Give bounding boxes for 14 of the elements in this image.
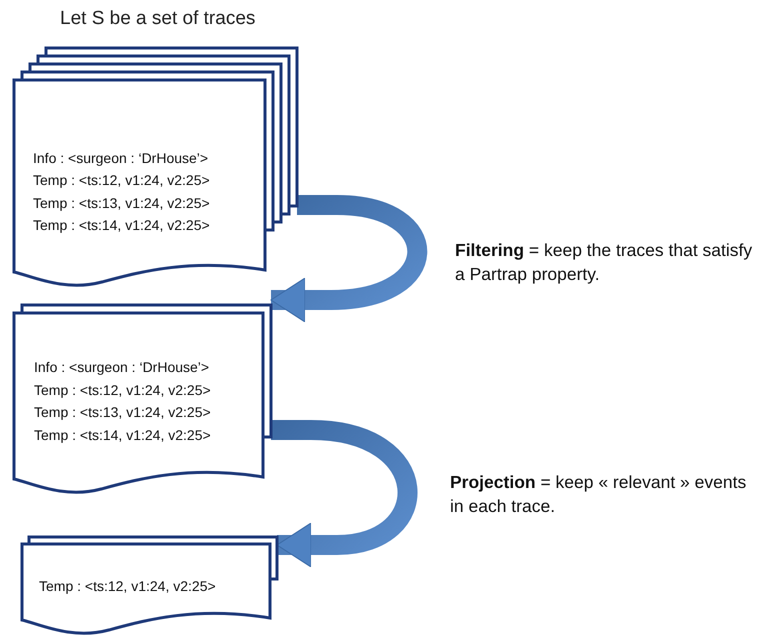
trace-line: Temp : <ts:13, v1:24, v2:25> [34, 404, 211, 422]
edge-label: Filtering = keep the traces that satisfy a Partrap property. [455, 239, 754, 286]
trace-line: Temp : <ts:12, v1:24, v2:25> [33, 172, 210, 190]
curved-arrow [270, 195, 428, 322]
trace-line: Info : <surgeon : ‘DrHouse’> [34, 359, 210, 376]
edge-label: Projection = keep « relevant » events in each trace. [450, 471, 748, 518]
curved-arrow [271, 420, 418, 568]
trace-line: Temp : <ts:12, v1:24, v2:25> [34, 382, 211, 399]
trace-line: Temp : <ts:12, v1:24, v2:25> [39, 578, 216, 595]
trace-line: Temp : <ts:14, v1:24, v2:25> [34, 427, 211, 444]
trace-line: Temp : <ts:14, v1:24, v2:25> [33, 216, 210, 234]
trace-line: Temp : <ts:13, v1:24, v2:25> [33, 194, 210, 212]
heading: Let S be a set of traces [60, 8, 256, 30]
trace-line: Info : <surgeon : ‘DrHouse’> [33, 150, 208, 167]
